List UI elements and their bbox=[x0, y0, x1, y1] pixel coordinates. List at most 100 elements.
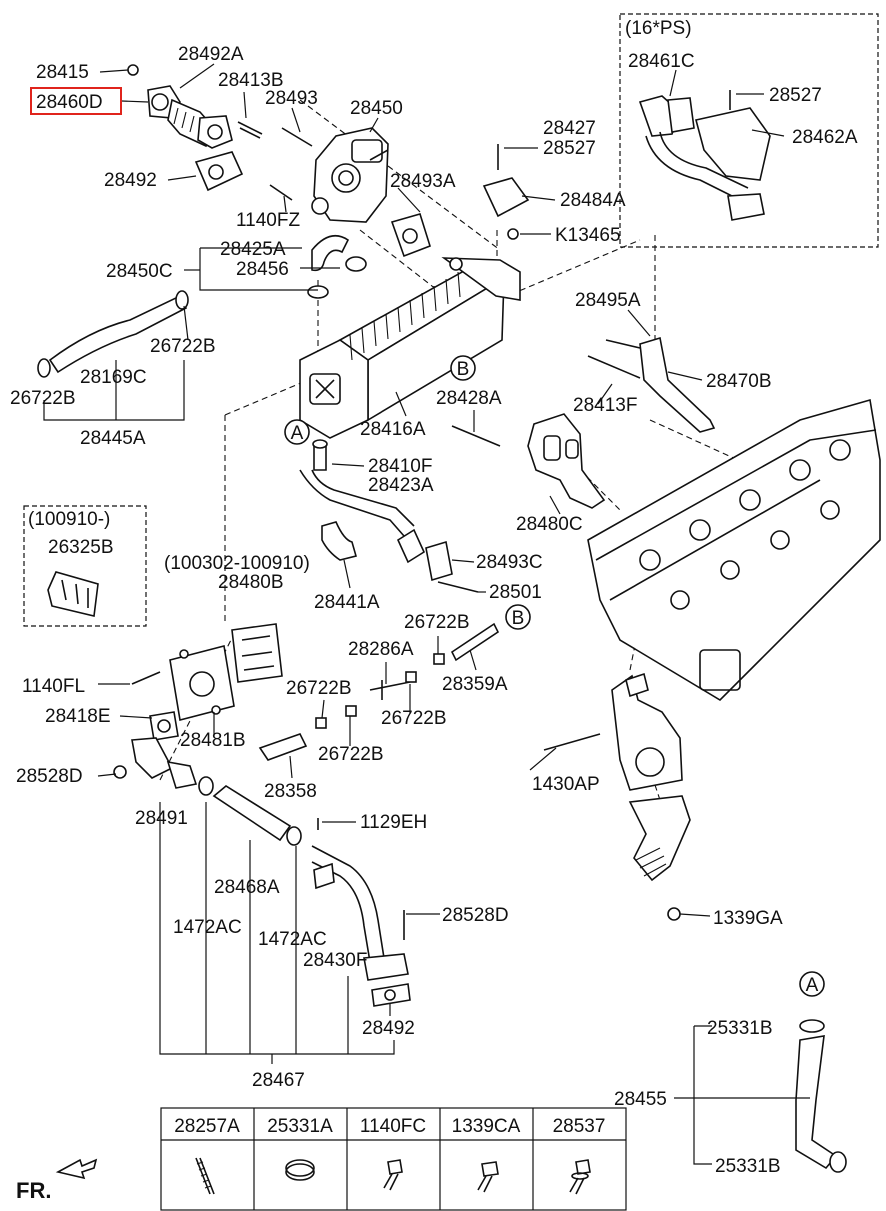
bolt-1430AP bbox=[543, 733, 601, 751]
label-28495A: 28495A bbox=[575, 290, 641, 311]
parts-table: 28257A 25331A 1140FC 1339CA 28537 bbox=[160, 1107, 627, 1211]
label-28462A: 28462A bbox=[792, 127, 858, 148]
label-28493A: 28493A bbox=[390, 171, 456, 192]
label-28527-upper: 28527 bbox=[543, 138, 596, 159]
front-indicator: FR. bbox=[16, 1178, 51, 1203]
callout-b-upper-label: B bbox=[457, 359, 470, 380]
nut-K13465 bbox=[507, 228, 519, 240]
stud-28413B bbox=[237, 121, 263, 139]
label-28456: 28456 bbox=[236, 259, 289, 280]
clamp-26722B-lower bbox=[37, 358, 51, 378]
clamp-26722B-d bbox=[345, 705, 357, 717]
label-28480C: 28480C bbox=[516, 514, 583, 535]
label-28169C: 28169C bbox=[80, 367, 147, 388]
clamp-25331B-lower bbox=[829, 1151, 847, 1173]
egr-cooler-28416A bbox=[299, 257, 521, 439]
clamp-26722B-c bbox=[315, 717, 327, 729]
label-26722B-c: 26722B bbox=[404, 612, 470, 633]
label-25331B-lower: 25331B bbox=[715, 1156, 781, 1177]
hose-28456 bbox=[311, 234, 350, 272]
part-labels: 28415 28460D 28492A 28413B 28493 28450 2… bbox=[10, 44, 858, 1203]
label-28528D-left: 28528D bbox=[16, 766, 83, 787]
egr-inlet-pipe-28460D bbox=[147, 85, 233, 149]
callout-a-upper-label: A bbox=[291, 423, 304, 444]
highlight-frame bbox=[30, 87, 122, 115]
hose-joint-28491 bbox=[166, 760, 198, 789]
table-header-3: 1140FC bbox=[360, 1116, 426, 1137]
tee-28286A bbox=[369, 680, 411, 700]
label-26325B: 26325B bbox=[48, 537, 114, 558]
pipe-28461C bbox=[638, 95, 765, 221]
label-1129EH: 1129EH bbox=[360, 812, 427, 833]
variant-date1-label: (100910-) bbox=[28, 509, 110, 530]
label-28492-lower: 28492 bbox=[362, 1018, 415, 1039]
leader-lines bbox=[97, 63, 785, 1064]
bracket-28462A bbox=[695, 107, 771, 181]
label-26722B-f: 26722B bbox=[318, 744, 384, 765]
label-26722B-d: 26722B bbox=[286, 678, 352, 699]
ps-variant-box bbox=[619, 13, 879, 248]
plate-26325B bbox=[47, 571, 99, 617]
callout-b-lower bbox=[505, 604, 531, 630]
pipe-28430F bbox=[311, 845, 409, 981]
cylinder-head bbox=[587, 398, 881, 702]
hose-28358 bbox=[258, 733, 308, 761]
label-28430F: 28430F bbox=[303, 950, 367, 971]
table-header-4: 1339CA bbox=[452, 1116, 521, 1137]
label-28480B: 28480B bbox=[218, 572, 284, 593]
housing-28481B bbox=[169, 645, 235, 721]
clamp-26722B-e bbox=[433, 653, 445, 665]
label-26722B-a: 26722B bbox=[150, 336, 216, 357]
gasket-28493C bbox=[425, 540, 453, 582]
stud-28501 bbox=[437, 581, 479, 593]
label-28460D: 28460D bbox=[36, 92, 103, 113]
alignment-lines bbox=[159, 99, 761, 801]
front-arrow-icon bbox=[55, 1158, 98, 1180]
label-1140FL: 1140FL bbox=[22, 676, 85, 697]
clamp-28425A bbox=[307, 285, 329, 299]
clamp-1472AC-left bbox=[198, 776, 214, 796]
label-28481B: 28481B bbox=[180, 730, 246, 751]
flange-nut-bolt-icon bbox=[477, 1161, 499, 1193]
variant-ps-label: (16*PS) bbox=[625, 18, 692, 39]
pipe-28410F bbox=[299, 439, 426, 564]
label-28468A: 28468A bbox=[214, 877, 280, 898]
label-1472AC-right: 1472AC bbox=[258, 929, 327, 950]
label-28450: 28450 bbox=[350, 98, 403, 119]
flange-28491 bbox=[131, 737, 174, 779]
callout-a-lower bbox=[799, 971, 825, 997]
egr-valve-28450 bbox=[311, 127, 389, 223]
gasket-28492 bbox=[194, 151, 244, 192]
label-28492-upper: 28492 bbox=[104, 170, 157, 191]
label-28484A: 28484A bbox=[560, 190, 626, 211]
label-28470B: 28470B bbox=[706, 371, 772, 392]
clamp-28456 bbox=[345, 256, 367, 272]
label-28441A: 28441A bbox=[314, 592, 380, 613]
hose-28468A bbox=[212, 785, 292, 842]
label-28527-ps: 28527 bbox=[769, 85, 822, 106]
clamp-26722B-upper bbox=[175, 290, 189, 310]
label-28455: 28455 bbox=[614, 1089, 667, 1110]
label-28418E: 28418E bbox=[45, 706, 111, 727]
table-header-5: 28537 bbox=[553, 1116, 606, 1137]
label-1339GA: 1339GA bbox=[713, 908, 783, 929]
gasket-28418E bbox=[149, 711, 179, 741]
label-28410F: 28410F bbox=[368, 456, 432, 477]
exhaust-elbow-1430AP bbox=[611, 672, 683, 791]
clamp-25331B-upper bbox=[799, 1019, 825, 1033]
date-variant-box bbox=[23, 505, 147, 627]
label-28493: 28493 bbox=[265, 88, 318, 109]
hose-clamp-icon bbox=[285, 1159, 315, 1181]
label-28450C: 28450C bbox=[106, 261, 173, 282]
bolt-1140FL bbox=[131, 671, 161, 685]
label-28359A: 28359A bbox=[442, 674, 508, 695]
label-28467: 28467 bbox=[252, 1070, 305, 1091]
table-header-2: 25331A bbox=[267, 1116, 333, 1137]
label-28427: 28427 bbox=[543, 118, 596, 139]
bolt-28428A bbox=[451, 425, 501, 447]
label-1472AC-left: 1472AC bbox=[173, 917, 242, 938]
clamp-1472AC-right bbox=[286, 826, 302, 846]
gasket-28480B bbox=[231, 623, 283, 683]
label-28461C: 28461C bbox=[628, 51, 695, 72]
